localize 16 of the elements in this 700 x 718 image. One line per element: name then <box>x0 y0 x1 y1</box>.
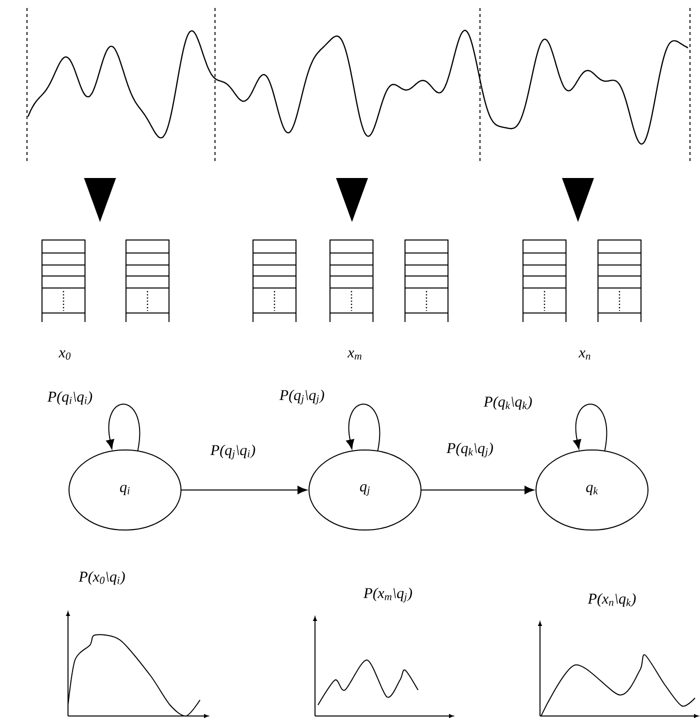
edge-label: P(q$_{k}$\q$_{k}$) <box>482 395 534 411</box>
label: x$_{0}$ <box>58 350 71 360</box>
arrow <box>421 486 534 494</box>
arrow <box>573 404 608 452</box>
label: P(x$_{m}$\q$_{j}$) <box>363 588 412 602</box>
label: x$_{n}$ <box>578 350 590 360</box>
arrow <box>181 486 308 494</box>
arrow <box>346 404 380 452</box>
edge-label: P(q$_{j}$\q$_{i}$) <box>209 444 257 460</box>
edge-label: P(q$_{i}$\q$_{i}$) <box>46 390 94 406</box>
label: x$_{m}$ <box>347 350 362 360</box>
edge-label: P(q$_{j}$\q$_{j}$) <box>278 388 326 406</box>
label: P(x$_{n}$\q$_{k}$) <box>588 593 636 607</box>
label: P(x$_{0}$\q$_{i}$) <box>78 571 125 585</box>
arrow <box>106 404 140 452</box>
edge-label: P(q$_{k}$\q$_{j}$) <box>446 442 494 458</box>
